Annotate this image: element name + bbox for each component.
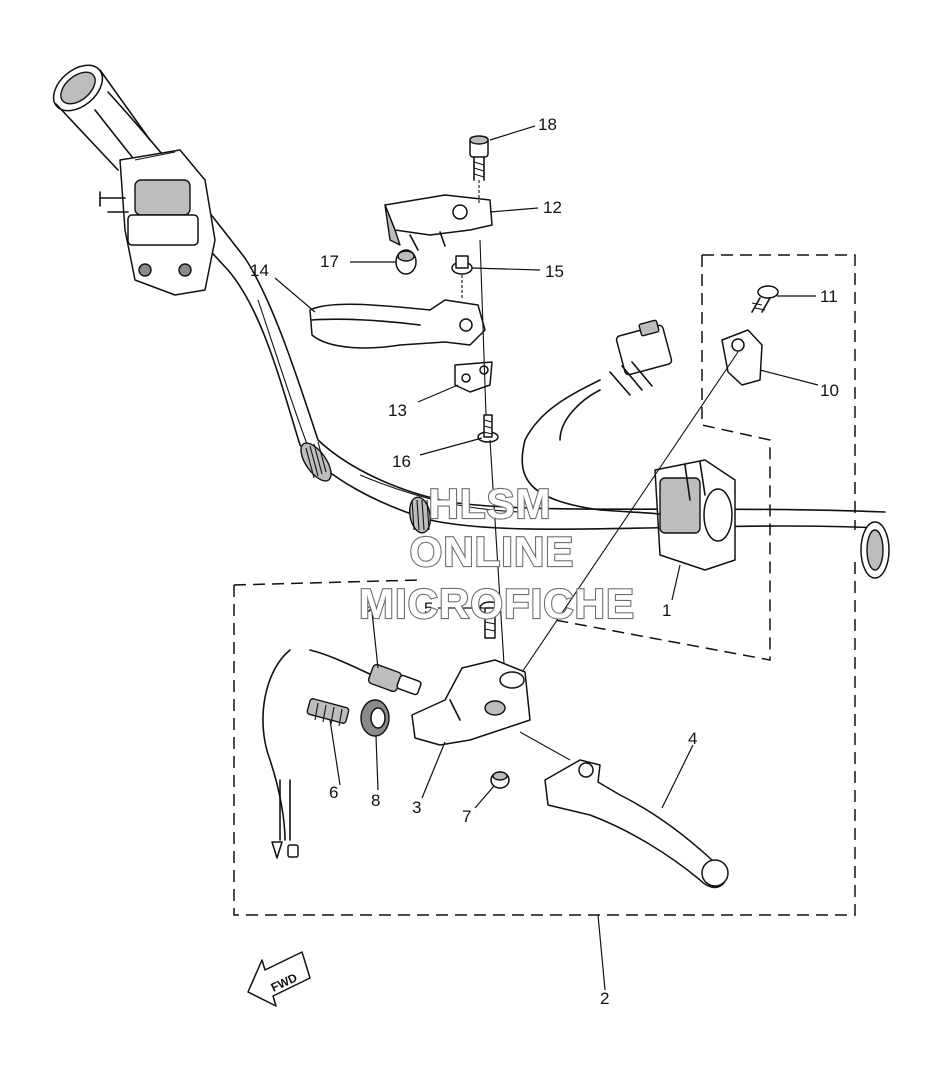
switch-assembly-outline: [554, 254, 856, 661]
hot-start-holder-part: [384, 194, 493, 251]
adjuster-lock-nut-part: [360, 699, 390, 737]
callout-labels: 18 12 17 15 14 13 16 11 10 1 9 5 6 8 3 7…: [250, 115, 839, 1008]
callout-17: 17: [320, 252, 339, 271]
collar-part: [451, 255, 473, 300]
handlebar-switch-part: [521, 319, 736, 571]
watermark-line-1: HLSM: [429, 480, 552, 527]
knurl-band-right: [408, 496, 432, 534]
lever-holder-part: [411, 659, 531, 746]
handlebar-tube: [94, 91, 886, 534]
callout-18: 18: [538, 115, 557, 134]
hot-start-lever-part: [309, 299, 486, 349]
watermark-line-2: ONLINE: [410, 528, 575, 575]
watermark: HLSM ONLINE MICROFICHE: [358, 479, 635, 628]
knurl-band-left: [300, 441, 332, 482]
callout-8: 8: [371, 791, 380, 810]
callout-3: 3: [412, 798, 421, 817]
clutch-lever-part: [519, 731, 729, 889]
callout-6: 6: [329, 783, 338, 802]
callout-9: 9: [363, 597, 372, 616]
dust-cap-part: [395, 249, 417, 275]
callout-16: 16: [392, 452, 411, 471]
left-grip: [52, 64, 151, 171]
holder-bolt-part: [469, 135, 489, 205]
nut-part: [490, 771, 510, 789]
callout-10: 10: [820, 381, 839, 400]
clamp-screw-part: [751, 285, 779, 313]
callout-2: 2: [600, 989, 609, 1008]
callout-13: 13: [388, 401, 407, 420]
fwd-arrow-icon: FWD: [247, 951, 311, 1007]
callout-14: 14: [250, 261, 269, 280]
callout-4: 4: [688, 729, 697, 748]
screw-part: [477, 414, 499, 443]
callout-1: 1: [662, 601, 671, 620]
watermark-line-3: MICROFICHE: [359, 580, 635, 627]
plate-part: [454, 361, 493, 393]
holder-clamp-part: [509, 329, 763, 691]
lever-assembly-outline: [233, 555, 856, 916]
adjuster-bolt-part: [306, 698, 350, 727]
pivot-bolt-part: [479, 601, 501, 639]
leader-lines: [274, 125, 819, 991]
callout-7: 7: [462, 807, 471, 826]
right-grip-end: [860, 521, 890, 579]
clutch-switch-part: [262, 649, 422, 859]
callout-15: 15: [545, 262, 564, 281]
callout-5: 5: [424, 599, 433, 618]
callout-11: 11: [820, 287, 838, 306]
callout-12: 12: [543, 198, 562, 217]
master-cylinder-housing: [99, 149, 216, 296]
